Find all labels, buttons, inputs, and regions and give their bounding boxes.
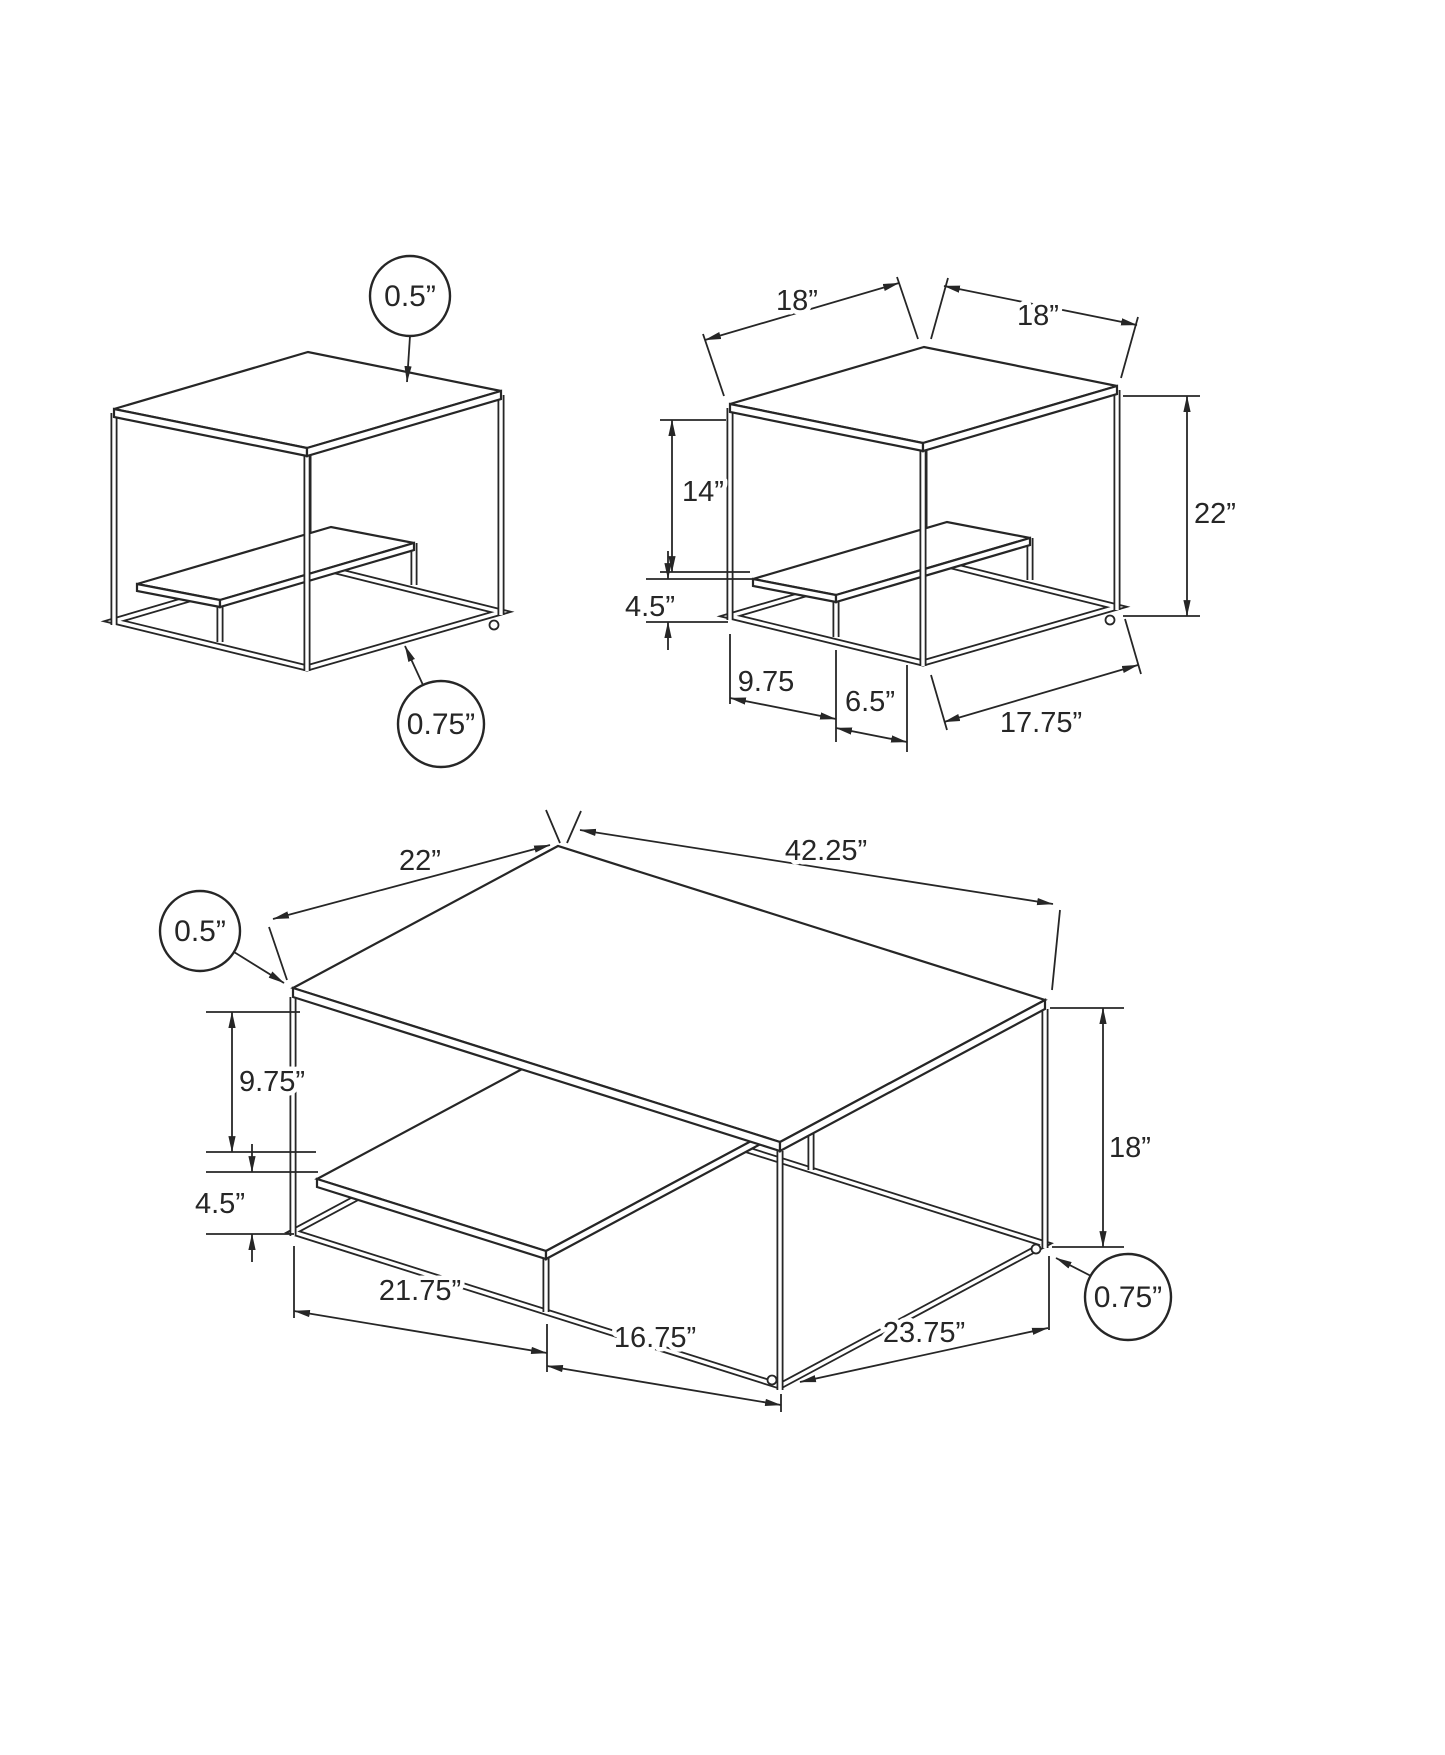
dim-coffee-table-bottom-mid-segment: 16.75”	[546, 1318, 782, 1412]
dim-end-table-open-height: 14”	[660, 419, 750, 573]
callout-coffee-table-frame-thickness: 0.75”	[1055, 1252, 1173, 1342]
end-table-isometric-plain	[114, 352, 501, 671]
dim-label-top-width: 18”	[1017, 300, 1059, 332]
dim-label-shelf-clearance: 4.5”	[195, 1188, 245, 1220]
dim-label-top-depth: 18”	[776, 285, 818, 317]
dim-label-top-depth: 22”	[399, 845, 441, 877]
dim-label-overall-height: 18”	[1109, 1132, 1151, 1164]
callout-label-frame-thickness: 0.75”	[407, 708, 475, 741]
callout-circle	[368, 254, 452, 338]
callout-coffee-table-top-thickness: 0.5”	[158, 889, 285, 984]
dim-coffee-table-bottom-left-segment: 21.75”	[293, 1246, 548, 1372]
dim-coffee-table-open-height: 9.75”	[206, 1011, 316, 1153]
dim-end-table-shelf-width: 6.5”	[835, 665, 908, 752]
dim-label-open-height: 9.75”	[239, 1066, 305, 1098]
dim-coffee-table-overall-height: 18”	[1050, 1007, 1155, 1248]
dim-label-top-width: 42.25”	[785, 835, 867, 867]
dim-coffee-table-top-depth: 22”	[268, 809, 561, 981]
callout-circle	[158, 889, 242, 973]
callout-circle	[1083, 1252, 1173, 1342]
callout-circle	[396, 679, 486, 769]
callout-label-top-thickness: 0.5”	[174, 915, 226, 948]
dim-label-open-height: 14”	[682, 476, 724, 508]
callout-end-table-frame-thickness: 0.75”	[396, 645, 486, 769]
dim-end-table-overall-height: 22”	[1123, 395, 1240, 617]
callout-label-top-thickness: 0.5”	[384, 280, 436, 313]
dim-end-table-bottom-offset: 9.75	[729, 634, 837, 742]
callout-label-frame-thickness: 0.75”	[1094, 1281, 1162, 1314]
dim-label-shelf-clearance: 4.5”	[625, 591, 675, 623]
dim-end-table-top-depth: 18”	[702, 276, 919, 397]
dim-end-table-top-width: 18”	[930, 277, 1139, 379]
dim-label-bottom-offset: 9.75	[738, 666, 794, 698]
dim-label-bottom-mid-segment: 16.75”	[614, 1322, 696, 1354]
dim-coffee-table-shelf-clearance: 4.5”	[191, 1144, 318, 1262]
dim-label-shelf-width: 6.5”	[845, 686, 895, 718]
dim-coffee-table-bottom-right-segment: 23.75”	[799, 1256, 1050, 1383]
dim-coffee-table-top-width: 42.25”	[566, 810, 1061, 991]
dim-label-bottom-width: 17.75”	[1000, 707, 1082, 739]
dim-end-table-shelf-clearance: 4.5”	[621, 551, 754, 650]
end-table-isometric-dimensioned	[730, 347, 1117, 666]
dim-end-table-bottom-width: 17.75”	[930, 618, 1142, 744]
dim-label-bottom-left-segment: 21.75”	[379, 1275, 461, 1307]
dim-label-bottom-right-segment: 23.75”	[883, 1317, 965, 1349]
callout-end-table-top-thickness: 0.5”	[368, 254, 452, 383]
coffee-table-isometric	[284, 844, 1054, 1390]
dim-label-overall-height: 22”	[1194, 498, 1236, 530]
